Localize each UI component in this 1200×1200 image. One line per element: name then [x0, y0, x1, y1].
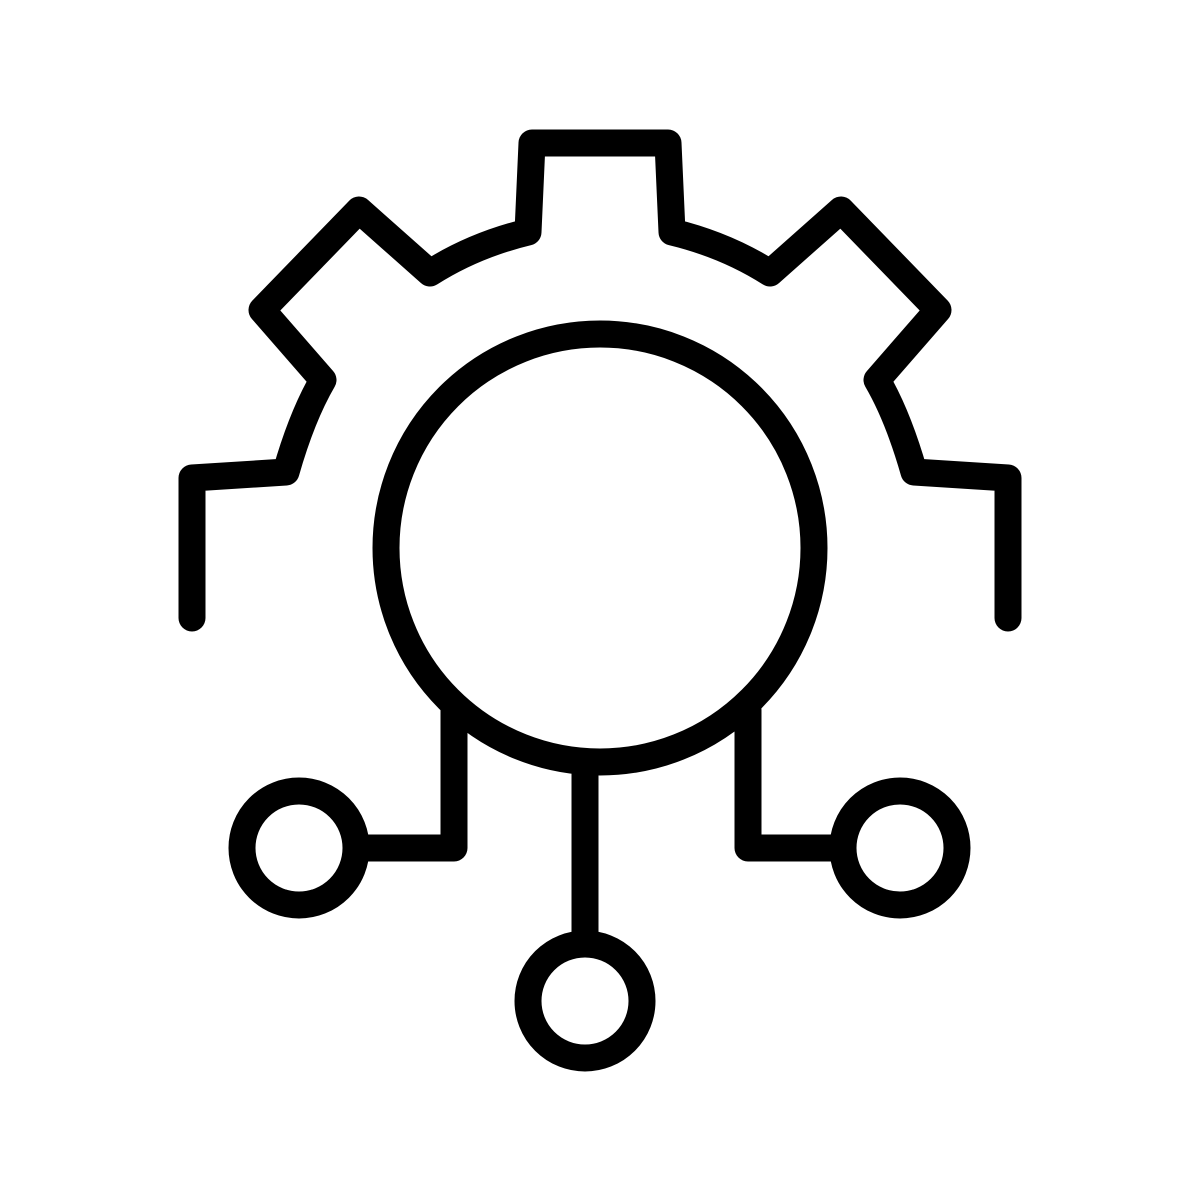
right-node-circle [829, 777, 971, 919]
center-node-circle [514, 930, 656, 1072]
left-connector [344, 696, 468, 862]
hub-circle [372, 320, 828, 776]
left-node-circle [228, 777, 370, 919]
right-connector [734, 696, 856, 862]
gear-outline [178, 129, 1022, 632]
